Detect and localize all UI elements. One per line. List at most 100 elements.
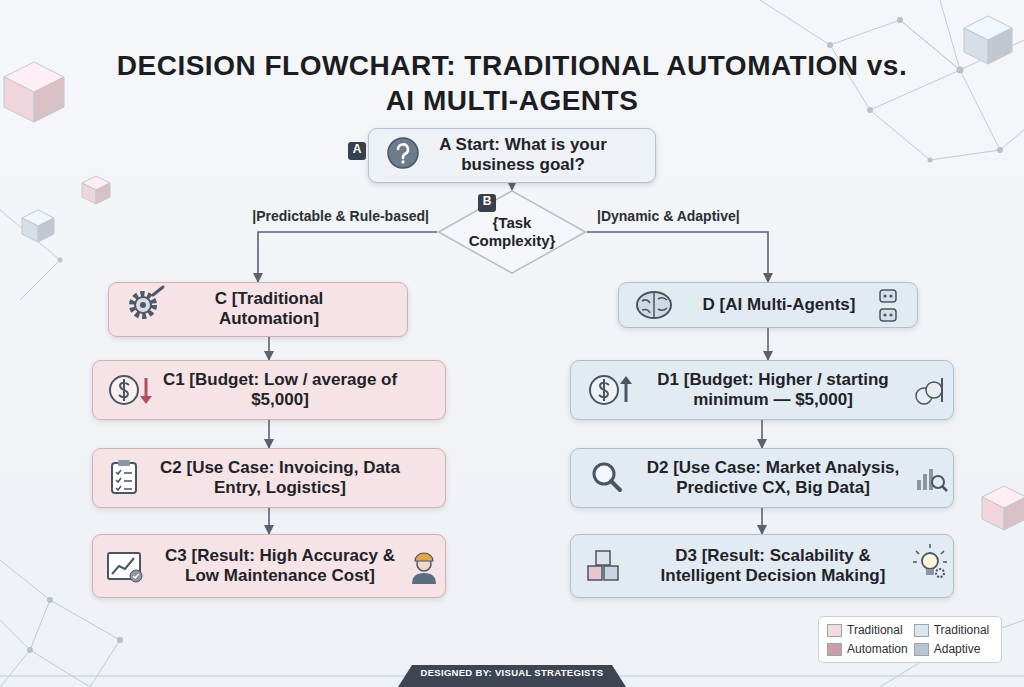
question-icon — [398, 144, 408, 158]
clipboard-icon — [112, 460, 136, 493]
legend-text: Automation — [847, 642, 908, 656]
budget-up-icon — [620, 376, 632, 384]
chart-icon — [108, 553, 142, 582]
step-badge: A — [348, 142, 366, 160]
worker-icon — [415, 553, 433, 561]
legend-swatch — [914, 643, 929, 656]
chart-icon — [130, 570, 142, 582]
legend-item: Traditional — [914, 623, 993, 637]
cube-shape — [38, 218, 54, 242]
cube-shape — [96, 183, 110, 204]
branch-label: |Dynamic & Adaptive| — [594, 207, 743, 225]
diagram-title: DECISION FLOWCHART: TRADITIONAL AUTOMATI… — [112, 48, 912, 118]
magnifier-icon — [611, 481, 620, 490]
process-box: C2 [Use Case: Invoicing, Data Entry, Log… — [92, 448, 446, 508]
brain-icon — [642, 292, 667, 318]
analytics-icon — [932, 476, 944, 488]
gear-icon — [132, 294, 154, 316]
legend-swatch — [827, 643, 842, 656]
flow-arrow — [767, 328, 769, 360]
process-box: D1 [Budget: Higher / starting minimum — … — [570, 360, 954, 420]
network-dots — [997, 147, 1003, 153]
cube-decoration — [4, 16, 1024, 530]
robot-icon — [883, 313, 886, 316]
cube-shape — [4, 77, 34, 122]
coins-icon — [926, 382, 942, 398]
question-icon — [401, 160, 404, 163]
cube-shape — [982, 486, 1024, 530]
robot-icon — [880, 290, 896, 302]
credit-tab — [398, 665, 626, 687]
legend-text: Traditional — [934, 623, 990, 637]
cube-shape — [22, 218, 38, 242]
lightbulb-icon — [926, 569, 934, 575]
node-text: {Task Complexity} — [463, 214, 561, 250]
clipboard-icon — [118, 460, 130, 466]
chart-icon — [108, 553, 140, 579]
legend-item: Adaptive — [914, 642, 993, 656]
process-box: C3 [Result: High Accuracy & Low Maintena… — [92, 534, 446, 598]
flow-arrow — [511, 183, 513, 190]
start-box: A Start: What is your business goal? — [368, 128, 656, 183]
analytics-icon — [923, 474, 927, 490]
network-decoration — [0, 560, 90, 687]
robot-icon — [883, 294, 886, 297]
network-dots — [27, 647, 33, 653]
credit-text: DESIGNED BY: VISUAL STRATEGISTS — [412, 667, 612, 685]
node-text: C [Traditional Automation] — [171, 289, 367, 330]
process-box: C1 [Budget: Low / average of $5,000] — [92, 360, 446, 420]
cube-shape — [1004, 497, 1024, 530]
node-text: D1 [Budget: Higher / starting minimum — … — [633, 370, 913, 411]
budget-up-icon — [625, 382, 628, 402]
legend-text: Adaptive — [934, 642, 981, 656]
node-text: D3 [Result: Scalability & Intelligent De… — [633, 546, 913, 587]
process-box: D3 [Result: Scalability & Intelligent De… — [570, 534, 954, 598]
robot-icon — [889, 313, 892, 316]
node-text: D [AI Multi-Agents] — [703, 295, 856, 315]
gear-icon — [135, 297, 151, 313]
cube-shape — [964, 16, 1012, 64]
question-icon — [388, 138, 418, 168]
network-dots — [827, 42, 833, 48]
lightbulb-icon — [913, 544, 947, 562]
branch-label: |Predictable & Rule-based| — [249, 207, 432, 225]
network-dots — [897, 17, 903, 23]
lightbulb-icon — [936, 569, 944, 577]
cubes-icon — [604, 566, 618, 580]
gear-icon — [153, 287, 163, 295]
node-text: C1 [Budget: Low / average of $5,000] — [155, 370, 405, 411]
flow-arrow — [761, 420, 763, 448]
robot-icon — [880, 309, 896, 321]
lightbulb-icon — [922, 553, 938, 569]
analytics-icon — [917, 469, 947, 491]
budget-up-icon — [599, 379, 609, 401]
diamond-outline — [439, 191, 586, 273]
flow-arrow — [587, 232, 768, 282]
brain-icon — [637, 292, 671, 318]
question-icon — [388, 138, 418, 168]
legend-text: Traditional — [847, 623, 903, 637]
network-decoration — [870, 110, 1000, 160]
chart-icon — [133, 574, 139, 578]
coins-icon — [941, 378, 943, 402]
legend-item: Traditional — [827, 623, 908, 637]
magnifier-icon — [594, 464, 620, 490]
coins-icon — [916, 388, 932, 404]
cube-shape — [82, 183, 96, 204]
budget-down-icon — [145, 378, 148, 398]
budget-down-icon — [110, 376, 138, 404]
analytics-icon — [929, 469, 933, 490]
analytics-icon — [942, 486, 947, 491]
network-dots — [867, 107, 873, 113]
budget-down-icon — [119, 379, 129, 401]
network-dots — [117, 637, 123, 643]
cubes-icon — [588, 551, 618, 580]
network-decoration — [760, 0, 1024, 70]
cube-shape — [982, 497, 1004, 530]
legend: Traditional TraditionalAutomation Adaptive — [818, 616, 1002, 663]
network-dots — [58, 258, 63, 263]
worker-icon — [417, 557, 431, 571]
network-decoration — [50, 600, 120, 687]
